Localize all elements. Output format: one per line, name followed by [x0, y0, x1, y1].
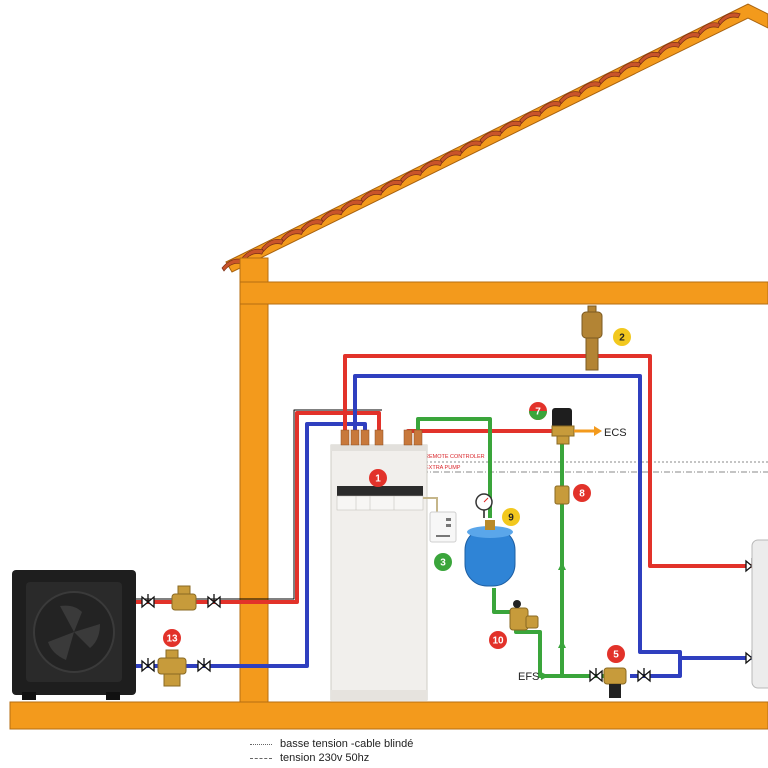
safety-valve-group [509, 600, 539, 631]
roof-tile [439, 150, 463, 164]
cold-pipe-outdoor [135, 422, 367, 668]
hot-water-tank [751, 539, 768, 689]
badge-number-13: 13 [166, 634, 178, 645]
house-frame [9, 257, 768, 730]
legend: basse tension -cable blindé tension 230v… [250, 737, 413, 765]
roof-tile [420, 160, 443, 174]
ecs-label: ECS [604, 427, 627, 439]
badge-number-1: 1 [375, 474, 381, 485]
badge-7-half [529, 411, 547, 420]
pressure-gauge-icon [475, 493, 493, 518]
badge-13 [163, 629, 181, 647]
valves [141, 558, 759, 683]
cold-pipe-tank [353, 374, 682, 678]
brass-filter-hot [171, 585, 197, 611]
roof-tile [340, 199, 364, 213]
badge-3 [434, 553, 452, 571]
roof-tile [598, 71, 622, 85]
badge-10 [489, 631, 507, 649]
air-separator [581, 305, 603, 371]
badge-number-3: 3 [440, 558, 446, 569]
brass-filter-cold [157, 649, 187, 687]
badge-9 [502, 508, 520, 526]
badge-number-9: 9 [508, 513, 514, 524]
roof-tile [618, 61, 642, 75]
roof-tile [499, 120, 523, 134]
roof [221, 3, 768, 273]
mixing-valve [551, 408, 575, 445]
dotted-line-icon [250, 743, 272, 745]
roof-tile [697, 22, 721, 36]
roof-tile [479, 130, 503, 144]
hot-pipe-tank [343, 354, 768, 568]
roof-tile [360, 189, 384, 203]
roof-tile [717, 12, 741, 26]
pipes [135, 354, 768, 678]
badge-2 [613, 328, 631, 346]
expansion-vessel [464, 520, 516, 587]
dashdot-line-icon [250, 757, 272, 759]
remote-controller-label: REMOTE CONTROLER [425, 454, 485, 460]
legend-item-low-voltage: basse tension -cable blindé [250, 737, 413, 751]
check-valve [554, 485, 570, 505]
badge-5 [607, 645, 625, 663]
roof-tile [539, 101, 563, 115]
roof-tile [678, 32, 701, 46]
indoor-unit [330, 429, 428, 701]
roof-tile [519, 110, 543, 124]
roof-tile [320, 209, 344, 223]
roof-tile [658, 42, 682, 55]
outdoor-heat-pump [12, 570, 136, 700]
badge-number-5: 5 [613, 650, 619, 661]
extra-pump-label: EXTRA PUMP [425, 465, 461, 471]
potable-pipe [416, 417, 492, 518]
roof-tile [261, 238, 285, 252]
roof-tile [400, 170, 424, 183]
roof-tile [638, 51, 662, 65]
hot-pipe-ecs [406, 429, 552, 440]
hot-pipe-outdoor [135, 411, 381, 604]
roof-tile [300, 219, 324, 233]
badge-number-7: 7 [535, 407, 541, 418]
remote-controller-device [429, 511, 457, 543]
legend-item-mains: tension 230v 50hz [250, 751, 413, 765]
legend-low-voltage-text: basse tension -cable blindé [280, 738, 414, 750]
roof-tile [380, 179, 404, 193]
roof-tile [558, 91, 582, 105]
badge-number-8: 8 [579, 489, 585, 500]
efs-label: EFS [518, 671, 539, 683]
badge-8 [573, 484, 591, 502]
badge-number-10: 10 [492, 636, 504, 647]
water-filter [603, 667, 627, 698]
roof-tiles [221, 12, 741, 272]
roof-tile [459, 140, 483, 154]
roof-tile [578, 81, 602, 95]
control-lines: REMOTE CONTROLER EXTRA PUMP [422, 454, 768, 473]
badge-1 [369, 469, 387, 487]
legend-mains-text: tension 230v 50hz [280, 752, 370, 764]
roof-tile [281, 229, 305, 243]
badge-number-2: 2 [619, 333, 625, 344]
component-badges: 1 2 3 5 7 8 9 10 13 [163, 328, 631, 663]
